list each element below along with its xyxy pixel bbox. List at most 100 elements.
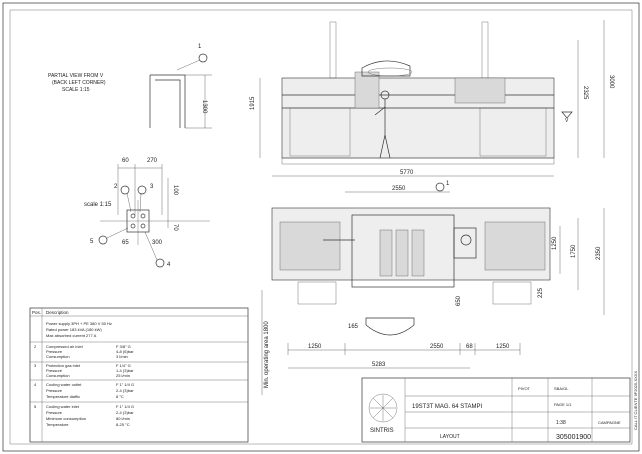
hood [361, 60, 411, 77]
plan-callout: 1 [446, 181, 450, 187]
spec-row2-val2: 4-8 (6)bar [116, 349, 134, 354]
right-feeder [492, 281, 532, 305]
conn-dim-70: 70 [172, 224, 178, 231]
conn-callout-5: 5 [90, 239, 94, 245]
spec-row5-val2: 2-4 (3)bar [116, 410, 134, 415]
inner-frame [9, 9, 633, 445]
spec-row2-line3: Consumption [46, 354, 70, 359]
spec-row5-pos: 5 [34, 404, 37, 409]
title-block: SINTRIS 19ST3T MAG. 64 STAMPI LAYOUT PIV… [361, 377, 631, 443]
operator-figure [374, 99, 391, 159]
robot-head [454, 77, 506, 104]
spec-row3-line3: Consumption [46, 373, 70, 378]
plan-dim-650: 650 [456, 295, 462, 306]
conn-dim-65: 65 [122, 240, 129, 246]
spec-header-pos: Pos. [32, 310, 41, 315]
spec-row4-val2: 2-4 (3)bar [116, 388, 134, 393]
spec-row4-line2: Pressure [46, 388, 63, 393]
plan-dim-5770: 5770 [400, 170, 414, 176]
spec-row2-pos: 2 [34, 344, 37, 349]
plan-dim-68: 68 [466, 344, 473, 350]
spec-row5-val1: F 1" 1/4 G [116, 404, 134, 409]
callout-3-circle [137, 185, 147, 195]
spec-row5-line1: Cooling water inlet [46, 404, 80, 409]
robot-plan [453, 227, 477, 259]
view-marker-v: V [565, 118, 569, 124]
spec-row4-line1: Cooling water outlet [46, 382, 82, 387]
field-b: SBA/GL [554, 386, 569, 391]
front-dim-2325: 2325 [582, 86, 588, 100]
conn-dim-300: 300 [152, 240, 163, 246]
connection-detail: scale 1:15 60 270 100 70 65 300 2 3 5 4 [84, 158, 210, 268]
company-logo [368, 393, 398, 423]
front-dim-3000: 3000 [608, 75, 614, 89]
spec-row3-val2: 1-4 (3)bar [116, 368, 134, 373]
front-view: 1915 2325 3000 V [250, 20, 614, 165]
conn-dim-270: 270 [147, 158, 158, 164]
plan-dim-2350: 2350 [596, 246, 602, 260]
plan-callout-circle [435, 182, 445, 192]
partial-view-title-line2: (BACK LEFT CORNER) [52, 80, 106, 86]
company-name: SINTRIS [370, 428, 394, 434]
spec-row3-val1: F 1/4" G [116, 363, 131, 368]
spec-row4-val1: F 1" 1/4 G [116, 382, 134, 387]
view-arrow [561, 111, 573, 119]
field-c: PAGE 1/1 [554, 402, 572, 407]
partial-view-callout: 1 [198, 44, 202, 50]
spec-row5-line2: Pressure [46, 410, 63, 415]
spec-row2-val1: F 3/8" G [116, 344, 131, 349]
plan-dim-225: 225 [538, 287, 544, 298]
partial-view-profile [149, 74, 186, 128]
field-d: CAMPAGNE [598, 420, 621, 425]
plan-dim-1750: 1750 [571, 244, 577, 258]
spec-row5-val4: 8-25 °C [116, 422, 130, 427]
callout-5-circle [98, 235, 108, 245]
spec-row5-line3: Minimum consumption [46, 416, 86, 421]
plan-dim-2550-bottom: 2550 [430, 344, 444, 350]
drawing-scale: 1:38 [556, 420, 566, 426]
operator-chair-plan [365, 317, 415, 336]
callout-2-circle [120, 185, 130, 195]
machine-body-front [281, 77, 555, 159]
spec-row4-line3: Temperature diaffic [46, 394, 80, 399]
side-stamp: CALL IT CLIENTE 9F2025-XXXX [633, 371, 638, 430]
plan-view: 5770 2550 1 1250 1750 2350 225 Min. oper… [261, 170, 605, 395]
partial-view-dim-height: 1300 [201, 100, 207, 114]
left-feeder [297, 281, 337, 305]
plan-dim-min-operating-area: Min. operating area 1800 [264, 321, 270, 388]
callout-1-circle [198, 53, 208, 63]
partial-view-title-line3: SCALE 1:15 [62, 87, 90, 93]
sheet-label: LAYOUT [440, 434, 460, 440]
plan-dim-1250-right: 1250 [552, 236, 558, 250]
spec-row2-line1: Compressed air inlet [46, 344, 84, 349]
spec-row3-line1: Protection gas inlet [46, 363, 81, 368]
plan-dim-2550: 2550 [392, 186, 406, 192]
spec-row5-line4: Temperature [46, 422, 69, 427]
connection-detail-scale: scale 1:15 [84, 202, 112, 208]
spec-table: Pos. Description Power supply 3PH + PE 3… [29, 307, 249, 443]
conn-dim-60: 60 [122, 158, 129, 164]
field-a: PIVOT [518, 386, 531, 391]
plan-dim-1250-right-bottom: 1250 [496, 344, 510, 350]
spec-row2-val3: 3 l/min [116, 354, 128, 359]
spec-row3-line2: Pressure [46, 368, 63, 373]
conn-callout-3: 3 [150, 184, 154, 190]
spec-row4-pos: 4 [34, 382, 37, 387]
spec-row1-line1: Power supply 3PH + PE 380 V 50 Hz [46, 321, 112, 326]
drawing-title: 19ST3T MAG. 64 STAMPI [412, 404, 482, 410]
callout-4-circle [155, 258, 165, 268]
right-station [484, 221, 546, 271]
spec-row2-line2: Pressure [46, 349, 63, 354]
spec-row3-pos: 3 [34, 363, 37, 368]
front-dim-1915: 1915 [250, 96, 256, 110]
plan-dim-165: 165 [348, 324, 359, 330]
plan-dim-5283: 5283 [372, 362, 386, 368]
plan-dim-1250-left: 1250 [308, 344, 322, 350]
partial-view-title-line1: PARTIAL VIEW FROM V [48, 73, 104, 79]
conn-dim-100: 100 [172, 185, 178, 196]
mast-right [481, 21, 489, 79]
conn-callout-2: 2 [114, 184, 118, 190]
spec-row5-val3: 80 l/min [116, 416, 130, 421]
